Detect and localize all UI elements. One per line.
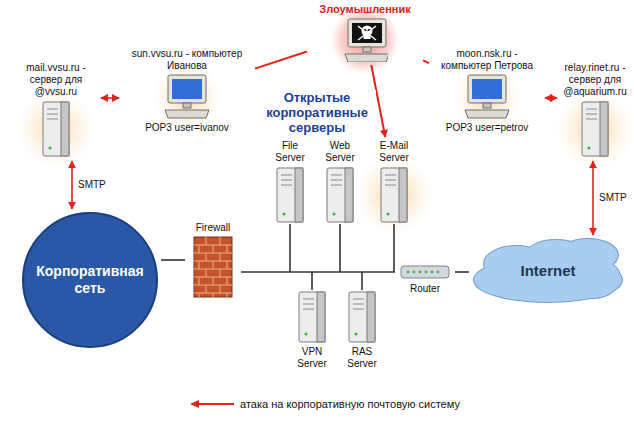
internet-cloud: Internet: [472, 238, 624, 304]
glow: [17, 90, 95, 168]
attack-connector: [255, 52, 307, 69]
server-icon: [325, 166, 355, 224]
device-node: Web Server: [318, 140, 362, 224]
attacker-icon: [342, 18, 388, 62]
legend-swatch: [190, 399, 234, 409]
device-node: RAS Server: [340, 290, 384, 370]
node-label: E-Mail Server: [368, 140, 420, 164]
node-label: Злоумышленник: [319, 3, 411, 16]
bus-drop-wire: [289, 224, 291, 272]
node-label: Firewall: [196, 222, 230, 234]
attack-connector: [71, 161, 73, 209]
group-heading: Открытые корпоративные серверы: [258, 90, 376, 135]
network-link: [455, 271, 469, 273]
node-label: RAS Server: [340, 346, 384, 370]
server-icon: [275, 166, 305, 224]
legend-row: атака на корпоративную почтовую систему: [190, 398, 460, 410]
server-icon: [580, 100, 610, 158]
node-label: File Server: [268, 140, 312, 164]
device-node: VPN Server: [290, 290, 334, 370]
network-link: [161, 259, 185, 261]
server-icon: [297, 290, 327, 344]
device-node: Злоумышленник: [310, 3, 420, 62]
node-label: sun.vvsu.ru - компьютер Иванова: [122, 48, 252, 72]
node-label: POP3 user=ivanov: [145, 122, 229, 134]
node-label: Web Server: [318, 140, 362, 164]
pc-icon: [462, 74, 512, 120]
device-node: File Server: [268, 140, 312, 224]
connector-label: SMTP: [77, 179, 107, 191]
pc-icon: [162, 74, 212, 120]
connector-layer: [72, 52, 593, 272]
connector-label: SMTP: [598, 192, 628, 204]
device-node: Firewall: [188, 222, 238, 298]
device-node: mail.vvsu.ru - сервер для @vvsu.ru: [14, 62, 98, 158]
attack-connector: [592, 161, 594, 235]
bus-drop-wire: [311, 272, 313, 290]
network-circle: Корпоративная сеть: [22, 212, 158, 348]
node-label: POP3 user=petrov: [446, 122, 529, 134]
device-node: sun.vvsu.ru - компьютер ИвановаPOP3 user…: [122, 48, 252, 134]
node-label: Internet: [520, 262, 575, 280]
bus-drop-wire: [393, 224, 395, 272]
glow: [556, 90, 634, 168]
network-link: [241, 271, 395, 273]
node-label: mail.vvsu.ru - сервер для @vvsu.ru: [14, 62, 98, 98]
server-icon: [41, 100, 71, 158]
glow: [355, 156, 433, 234]
node-label: Корпоративная сеть: [22, 263, 158, 297]
bus-drop-wire: [361, 272, 363, 290]
router-icon: [400, 263, 450, 281]
node-label: relay.rinet.ru - сервер для @aquarium.ru: [560, 62, 630, 98]
bus-drop-wire: [339, 224, 341, 272]
node-label: moon.nsk.ru - компьютер Петрова: [432, 48, 542, 72]
legend-text: атака на корпоративную почтовую систему: [240, 398, 460, 410]
wire-layer: [290, 224, 394, 290]
device-node: relay.rinet.ru - сервер для @aquarium.ru: [560, 62, 630, 158]
glow: [153, 63, 221, 131]
device-node: Router: [398, 263, 452, 295]
attack-connector: [423, 60, 429, 63]
server-icon: [379, 166, 409, 224]
device-node: moon.nsk.ru - компьютер ПетроваPOP3 user…: [432, 48, 542, 134]
glow-layer: [17, 6, 634, 235]
wall-icon: [193, 236, 233, 298]
node-label: Router: [410, 283, 440, 295]
glow: [331, 6, 400, 75]
attack-connector: [545, 97, 557, 99]
glow: [453, 63, 521, 131]
attack-connector: [101, 97, 119, 99]
device-node: E-Mail Server: [368, 140, 420, 224]
node-label: VPN Server: [290, 346, 334, 370]
server-icon: [347, 290, 377, 344]
